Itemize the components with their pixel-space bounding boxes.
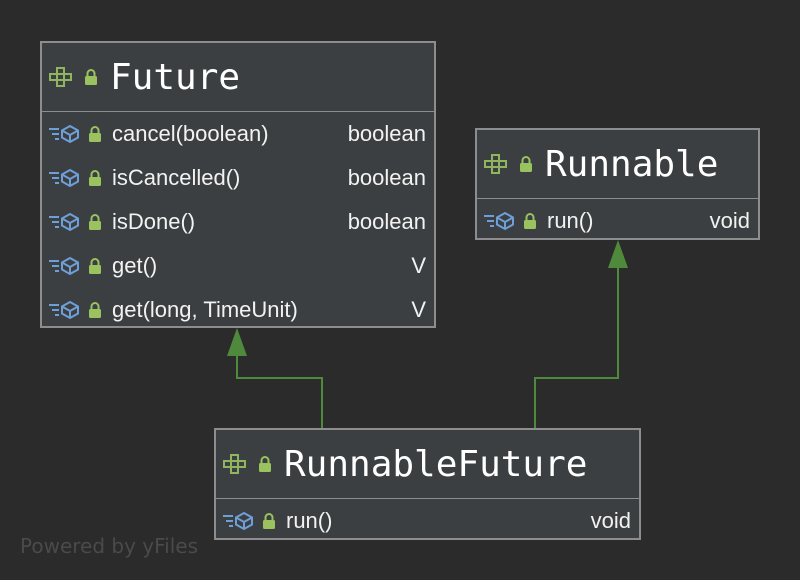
member-row[interactable]: run() void [216, 499, 639, 543]
runnable-node[interactable]: Runnable run() void [475, 128, 760, 240]
member-row[interactable]: get() V [42, 244, 434, 288]
lock-icon [519, 155, 533, 173]
powered-by-footer: Powered by yFiles [20, 534, 198, 558]
member-name: get() [112, 253, 158, 278]
interface-icon [483, 154, 513, 174]
lock-icon [88, 125, 102, 143]
member-row[interactable]: run() void [477, 199, 758, 243]
interface-icon [48, 67, 78, 87]
member-type: V [411, 297, 426, 322]
node-title: Runnable [545, 143, 719, 185]
node-title: Future [110, 56, 241, 98]
method-icon [48, 212, 82, 232]
member-row[interactable]: cancel(boolean) boolean [42, 112, 434, 156]
method-icon [48, 168, 82, 188]
member-type: void [590, 508, 631, 533]
lock-icon [88, 169, 102, 187]
member-name: cancel(boolean) [112, 121, 269, 146]
runnable-members: run() void [477, 198, 758, 243]
runnable-future-node[interactable]: RunnableFuture run() void [214, 428, 641, 540]
member-type: V [411, 253, 426, 278]
member-name: isCancelled() [112, 165, 241, 190]
lock-icon [88, 301, 102, 319]
method-icon [48, 256, 82, 276]
member-row[interactable]: isCancelled() boolean [42, 156, 434, 200]
edge-runnable-future-to-future [236, 356, 323, 428]
future-node-header: Future [42, 43, 434, 111]
arrowhead-extends [608, 240, 628, 268]
lock-icon [258, 455, 272, 473]
method-icon [48, 124, 82, 144]
lock-icon [88, 257, 102, 275]
member-name: run() [547, 208, 594, 233]
method-icon [222, 511, 256, 531]
member-row[interactable]: get(long, TimeUnit) V [42, 288, 434, 332]
member-name: get(long, TimeUnit) [112, 297, 298, 322]
lock-icon [523, 212, 537, 230]
member-name: isDone() [112, 209, 196, 234]
lock-icon [262, 512, 276, 530]
lock-icon [88, 213, 102, 231]
lock-icon [84, 68, 98, 86]
runnable-future-members: run() void [216, 498, 639, 543]
arrowhead-extends [227, 328, 247, 356]
runnable-future-node-header: RunnableFuture [216, 430, 639, 498]
member-name: run() [286, 508, 333, 533]
method-icon [48, 300, 82, 320]
member-type: boolean [347, 165, 426, 190]
runnable-node-header: Runnable [477, 130, 758, 198]
node-title: RunnableFuture [284, 443, 588, 485]
interface-icon [222, 454, 252, 474]
member-type: boolean [347, 209, 426, 234]
future-members: cancel(boolean) boolean isCancelled() boole… [42, 111, 434, 332]
method-icon [483, 211, 517, 231]
member-type: void [709, 208, 750, 233]
edge-runnable-future-to-runnable [534, 268, 619, 428]
member-type: boolean [347, 121, 426, 146]
member-row[interactable]: isDone() boolean [42, 200, 434, 244]
